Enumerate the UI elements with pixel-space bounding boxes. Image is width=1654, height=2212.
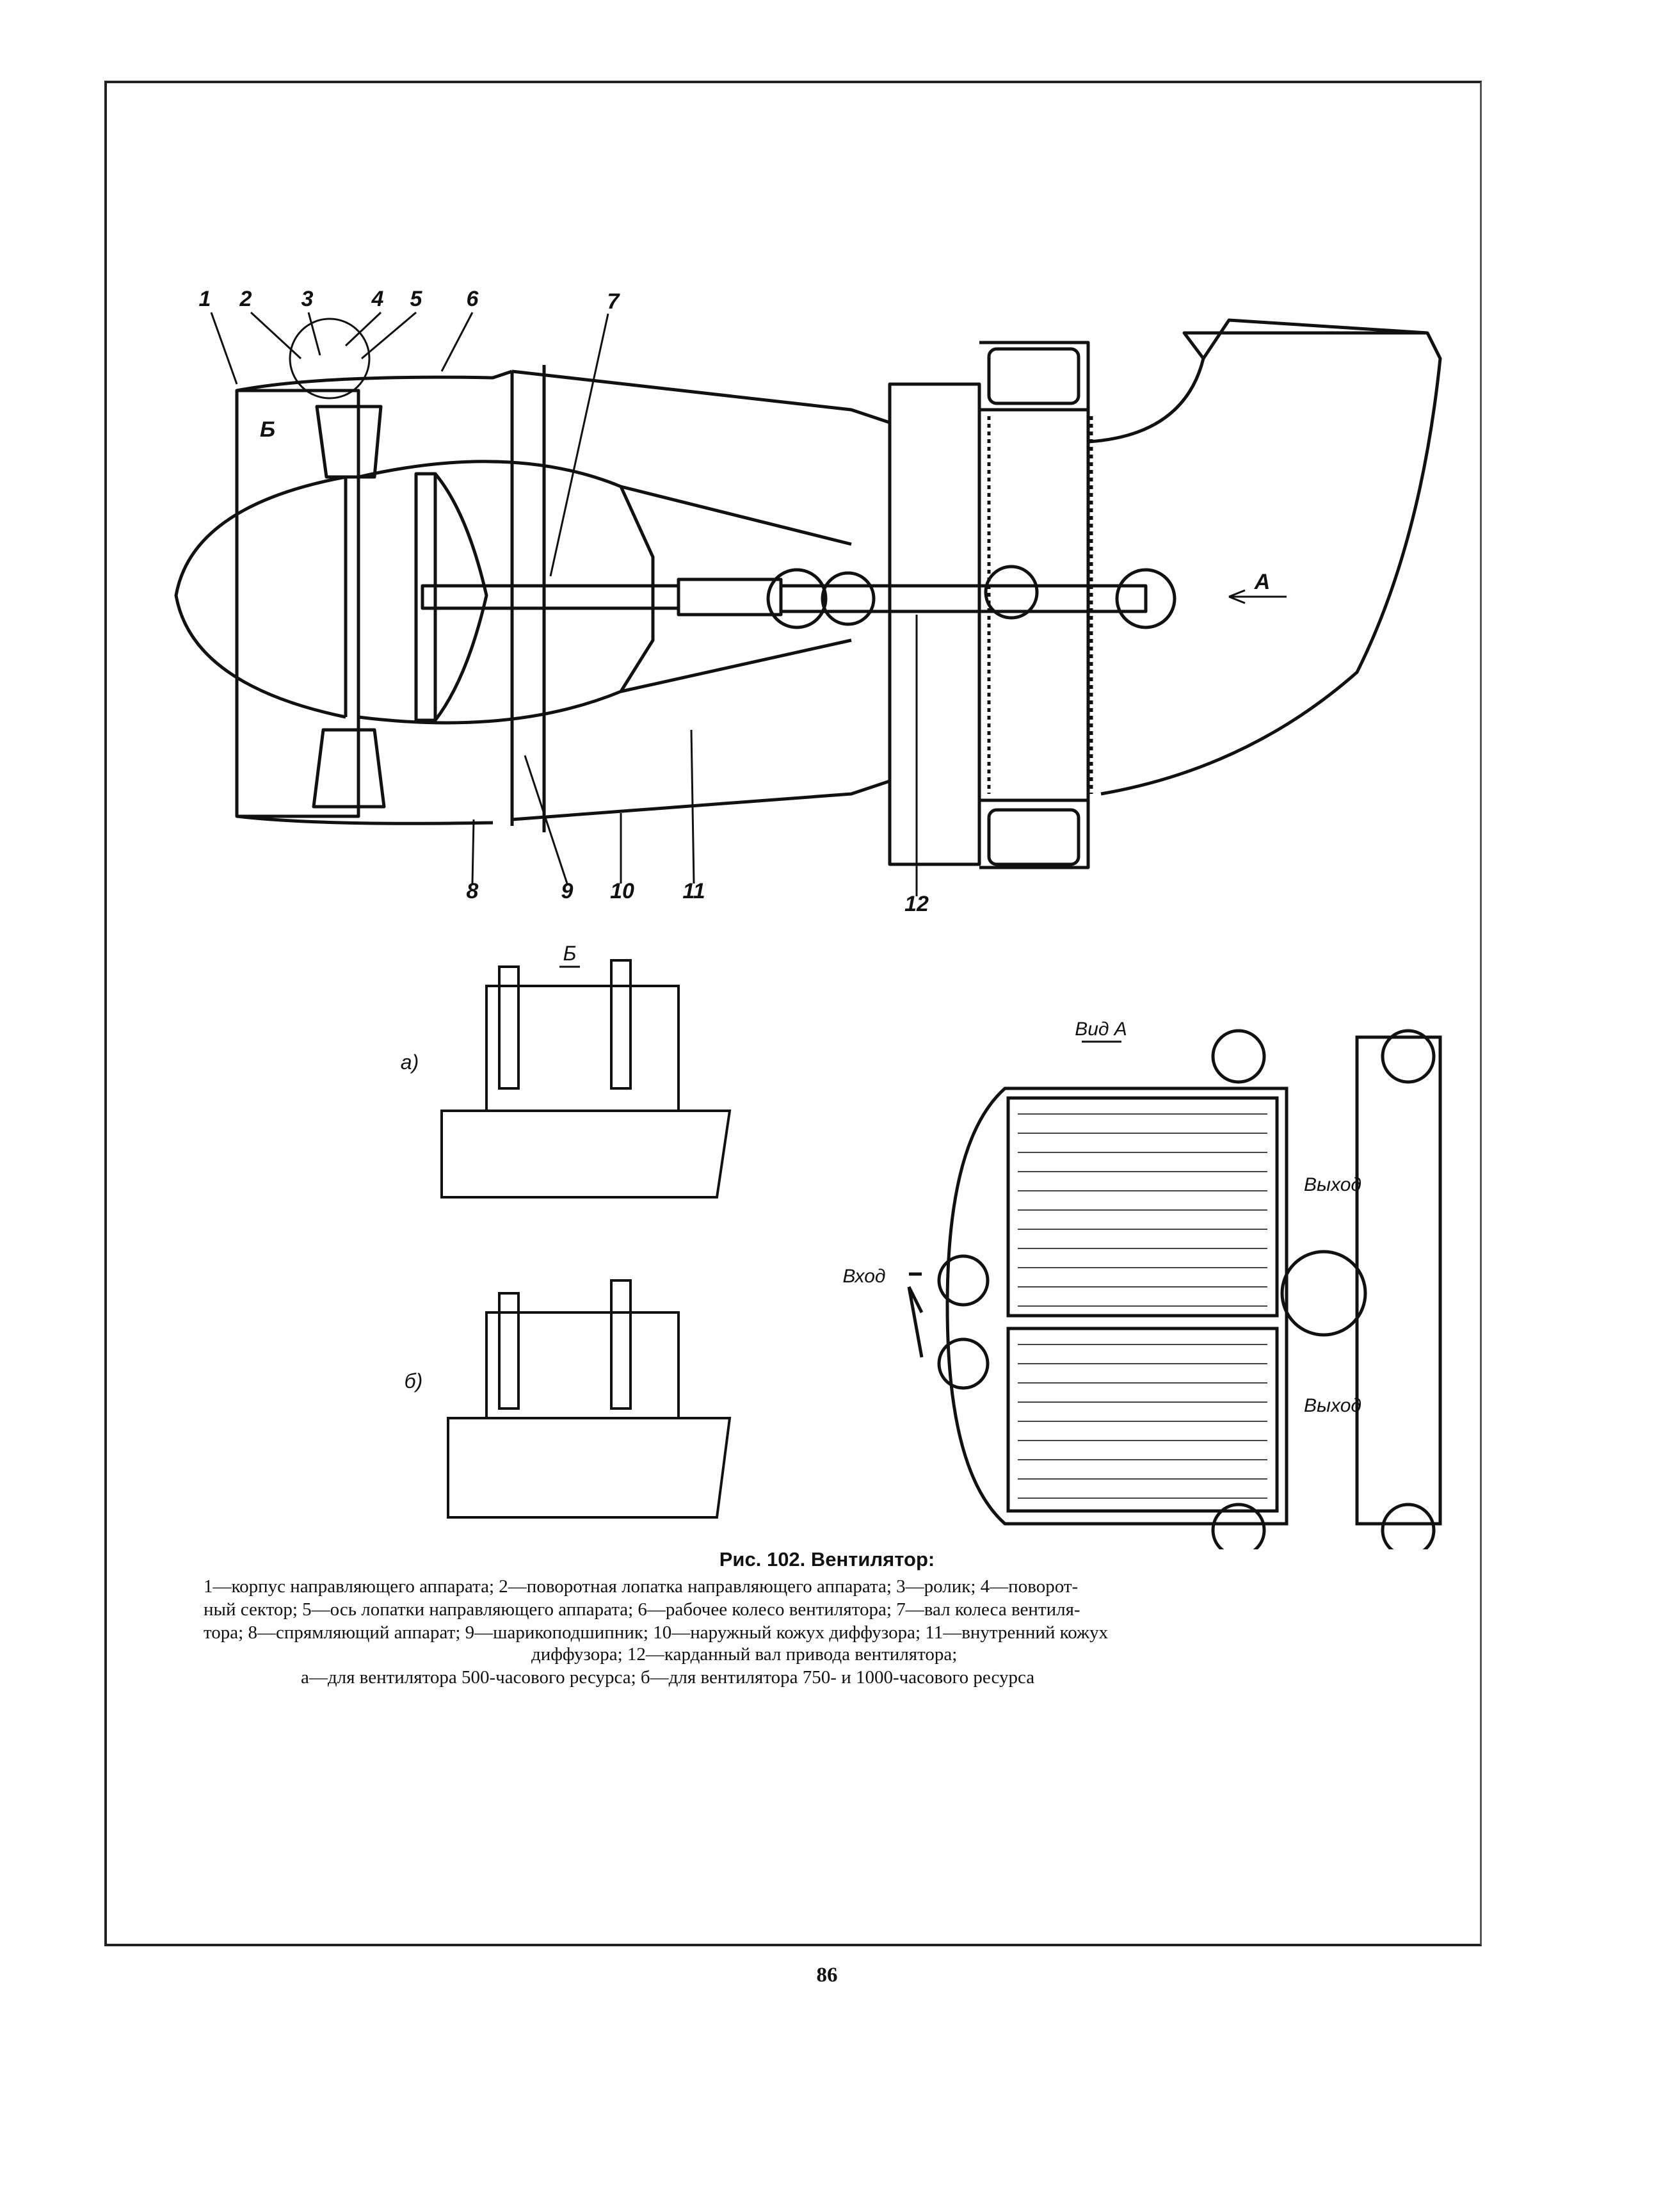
legend-line-1: 1—корпус направляющего аппарата; 2—повор…: [204, 1576, 1079, 1597]
radiator-core-bottom: [1006, 1327, 1279, 1513]
callout-4: 4: [371, 287, 384, 311]
view-arrow-label: А: [1254, 570, 1271, 594]
guide-housing: [235, 389, 360, 818]
spinner-cone: [174, 475, 346, 719]
view-title: Вид А: [1075, 1019, 1127, 1040]
detail-b-body: [447, 1417, 732, 1519]
callout-5: 5: [410, 287, 423, 311]
legend-line-3: тора; 8—спрямляющий аппарат; 9—шарикопод…: [204, 1622, 1109, 1643]
detail-b-label: б): [405, 1369, 423, 1393]
detail-title: Б: [563, 942, 577, 965]
callout-1: 1: [199, 287, 211, 311]
view-outlet-top-label: Выход: [1304, 1174, 1361, 1195]
detail-a-label: а): [401, 1051, 419, 1074]
callout-7: 7: [607, 289, 621, 314]
cardan-shaft: [779, 584, 1148, 613]
section-b-circle: [289, 318, 371, 400]
radiator-frame: [888, 382, 981, 866]
figure-caption-title: Рис. 102. Вентилятор:: [719, 1548, 935, 1570]
section-mark: Б: [260, 417, 275, 442]
fan-shaft: [421, 584, 680, 610]
page-number: 86: [816, 1964, 838, 1987]
guide-blade-top: [315, 405, 383, 479]
view-outlet-bottom-label: Выход: [1304, 1395, 1361, 1416]
diffuser-outer-casing: [511, 369, 892, 821]
guide-blade-bottom: [312, 728, 386, 809]
callout-6: 6: [467, 287, 479, 311]
legend-line-5: а—для вентилятора 500-часового ресурса; …: [301, 1667, 1035, 1688]
view-a-arrow: [1228, 589, 1287, 604]
radiator-core-top: [1006, 1096, 1279, 1318]
callout-9: 9: [561, 879, 574, 903]
intake-duct: [1088, 331, 1442, 796]
view-inlet-label: Вход: [843, 1266, 886, 1287]
callout-8: 8: [467, 879, 479, 903]
inner-hub: [358, 460, 655, 725]
detail-a-body: [440, 1110, 732, 1199]
callout-3: 3: [301, 287, 314, 311]
callout-2: 2: [239, 287, 252, 311]
page-frame: [104, 81, 1482, 1946]
diffuser-inner-casing: [620, 485, 852, 693]
impeller-disc: [414, 472, 437, 722]
legend-line-2: ный сектор; 5—ось лопатки направляющего …: [204, 1599, 1080, 1620]
callout-10: 10: [610, 879, 634, 903]
fan-assembly-drawing: 1 2 3 4 5 6 7 8 9 10 11 12 Б А Б а) б): [174, 287, 1442, 1549]
view-a-outline: [945, 1086, 1289, 1526]
legend-line-4: диффузора; 12—карданный вал привода вент…: [531, 1644, 958, 1665]
